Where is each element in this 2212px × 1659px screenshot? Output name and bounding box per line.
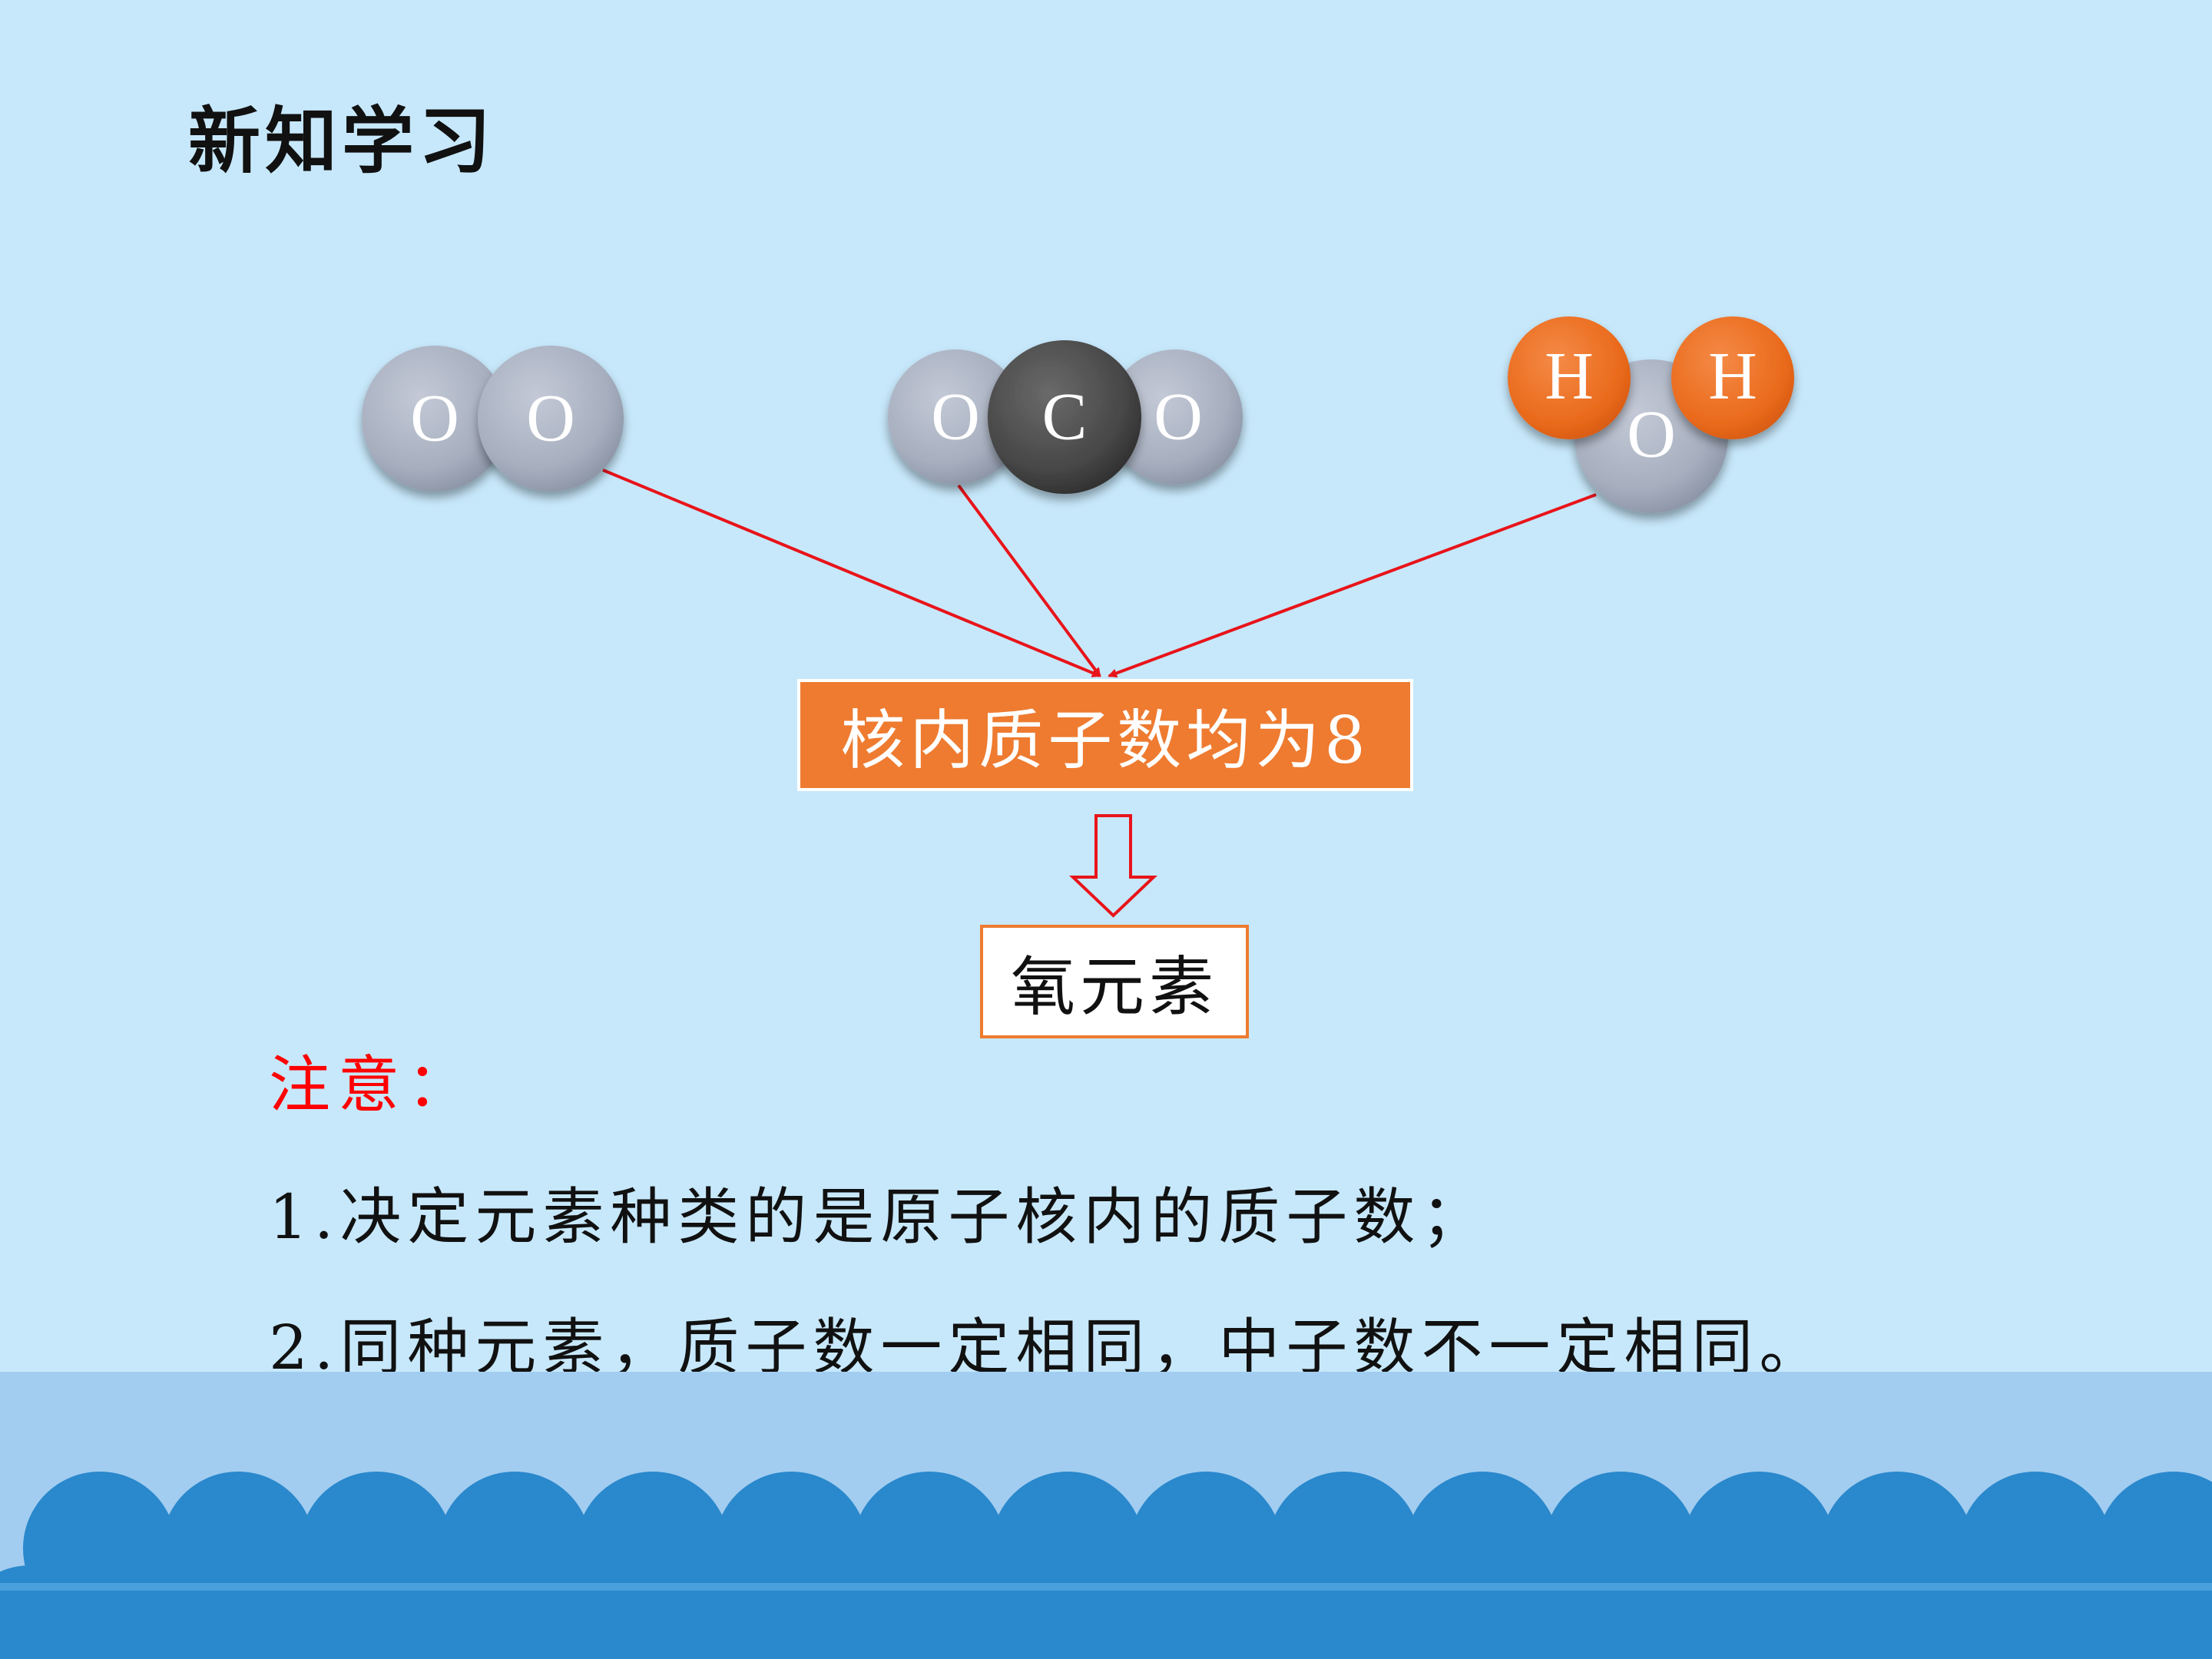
oxygen-molecule: O O bbox=[362, 346, 624, 492]
note-heading: 注意： bbox=[269, 1049, 476, 1121]
conclusion-text: 氧元素 bbox=[1010, 949, 1218, 1025]
arrow-from-oxygen-molecule bbox=[602, 469, 1101, 677]
oxygen-atom: O bbox=[362, 346, 508, 492]
molecule-diagram: O O O O C O bbox=[362, 316, 1794, 918]
svg-text:O: O bbox=[526, 382, 575, 456]
conclusion-box: 氧元素 bbox=[980, 925, 1249, 1038]
down-arrow-icon bbox=[1069, 814, 1157, 918]
oxygen-atom: O bbox=[478, 346, 624, 492]
hydrogen-atom: H bbox=[1671, 316, 1794, 439]
svg-text:C: C bbox=[1042, 380, 1088, 455]
svg-text:O: O bbox=[410, 382, 459, 456]
oxygen-atom: O bbox=[1108, 349, 1243, 485]
water-molecule: O H H bbox=[1508, 316, 1794, 513]
svg-text:O: O bbox=[931, 380, 980, 455]
oxygen-atom: O bbox=[888, 349, 1023, 485]
result-text: 核内质子数均为8 bbox=[840, 702, 1370, 778]
arrow-from-water bbox=[1108, 493, 1597, 678]
note-line: 1.决定元素种类的是原子核内的质子数； bbox=[269, 1181, 1489, 1253]
wave-decoration bbox=[0, 1372, 2212, 1659]
note-line: 2.同种元素，质子数一定相同，中子数不一定相同。 bbox=[269, 1312, 1827, 1383]
result-box: 核内质子数均为8 bbox=[797, 679, 1413, 791]
page-title: 新知学习 bbox=[188, 99, 496, 184]
carbon-dioxide-molecule: O O C bbox=[888, 340, 1243, 494]
svg-text:O: O bbox=[1154, 380, 1203, 455]
svg-text:O: O bbox=[1627, 398, 1676, 472]
svg-text:H: H bbox=[1708, 339, 1757, 414]
arrow-from-carbon-dioxide bbox=[957, 484, 1101, 677]
svg-text:H: H bbox=[1545, 339, 1594, 414]
carbon-atom: C bbox=[988, 340, 1141, 494]
hydrogen-atom: H bbox=[1508, 316, 1631, 439]
wave-scallop bbox=[2166, 1571, 2212, 1659]
